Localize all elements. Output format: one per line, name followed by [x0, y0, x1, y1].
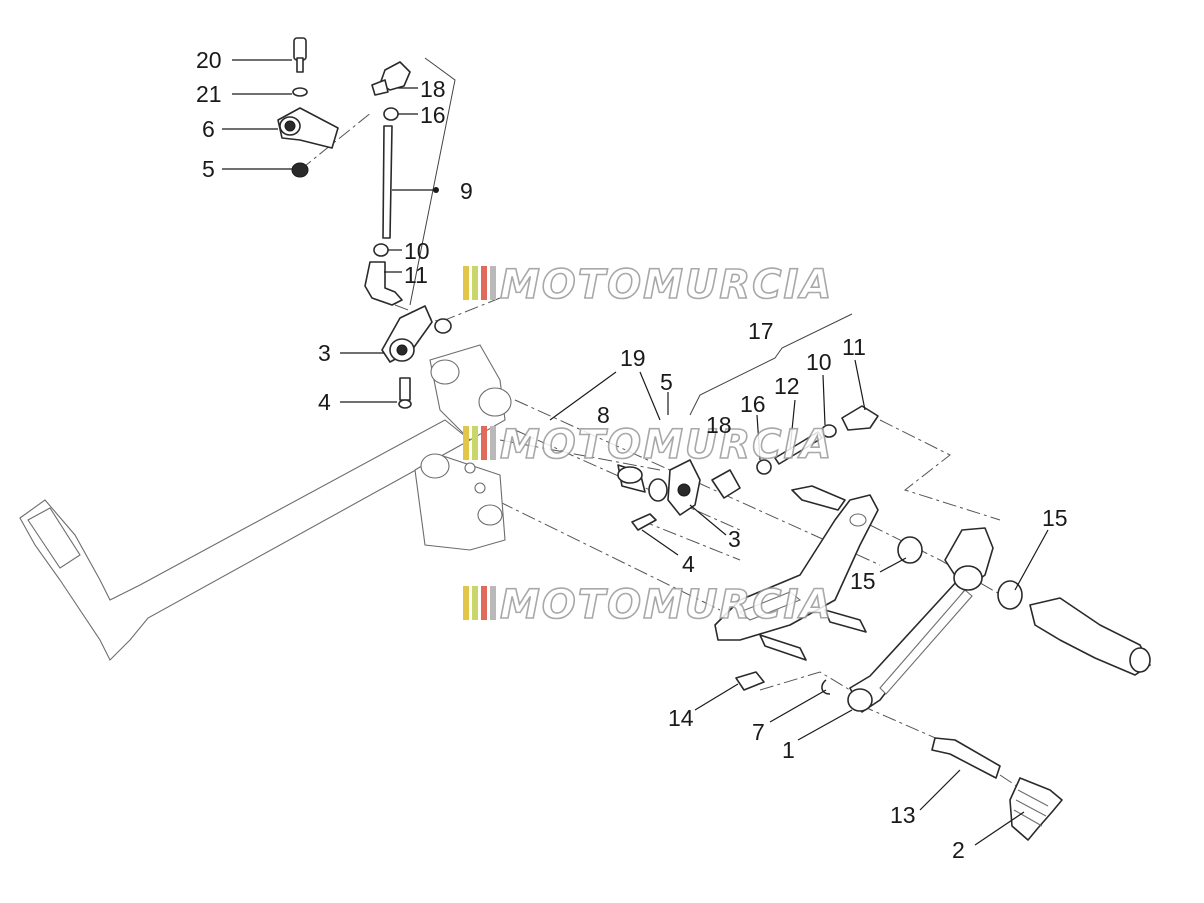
callout-21: 21	[196, 81, 222, 107]
watermark-1: MOTOMURCIA	[463, 261, 833, 309]
frame-bar	[19, 344, 512, 661]
callout-8: 8	[597, 402, 610, 428]
callout-4: 4	[318, 389, 331, 415]
callout-11: 11	[404, 262, 428, 288]
callout-13: 13	[890, 802, 916, 828]
callout-19: 19	[620, 345, 646, 371]
bracket-plate	[714, 485, 923, 661]
watermark-2: MOTOMURCIA	[463, 421, 833, 469]
leader-lines	[222, 59, 1049, 846]
shift-lever	[735, 527, 1151, 841]
callout-4-mid: 4	[682, 551, 695, 577]
callout-5-mid: 5	[660, 369, 673, 395]
callout-3: 3	[318, 340, 331, 366]
group-bracket-9	[409, 57, 456, 306]
watermark-text-1: MOTOMURCIA	[500, 262, 833, 308]
watermark-text-3: MOTOMURCIA	[500, 582, 833, 628]
callout-3-mid: 3	[728, 526, 741, 552]
callout-10-mid: 10	[806, 349, 832, 375]
callout-20: 20	[196, 47, 222, 73]
callout-10: 10	[404, 238, 430, 264]
callout-12: 12	[774, 373, 800, 399]
callout-18: 18	[420, 76, 446, 102]
callout-9: 9	[460, 178, 473, 204]
callout-15-right: 15	[1042, 505, 1068, 531]
callout-16: 16	[420, 102, 446, 128]
middle-parts	[617, 405, 879, 531]
callout-1: 1	[782, 737, 795, 763]
watermark-text-2: MOTOMURCIA	[500, 422, 833, 468]
callout-2: 2	[952, 837, 965, 863]
callout-11-mid: 11	[842, 334, 866, 360]
callout-17: 17	[748, 318, 774, 344]
callout-16-mid: 16	[740, 391, 766, 417]
callout-15-left: 15	[850, 568, 876, 594]
upper-linkage	[277, 37, 452, 409]
group-bracket-17	[689, 313, 853, 416]
watermark-3: MOTOMURCIA	[463, 581, 833, 629]
callout-labels: 20 21 6 5 18 16 9 10 11 3 4 17 19 5 8 18…	[196, 47, 1068, 863]
callout-6: 6	[202, 116, 215, 142]
callout-18-mid: 18	[706, 412, 732, 438]
callout-7: 7	[752, 719, 765, 745]
callout-5: 5	[202, 156, 215, 182]
callout-14: 14	[668, 705, 694, 731]
